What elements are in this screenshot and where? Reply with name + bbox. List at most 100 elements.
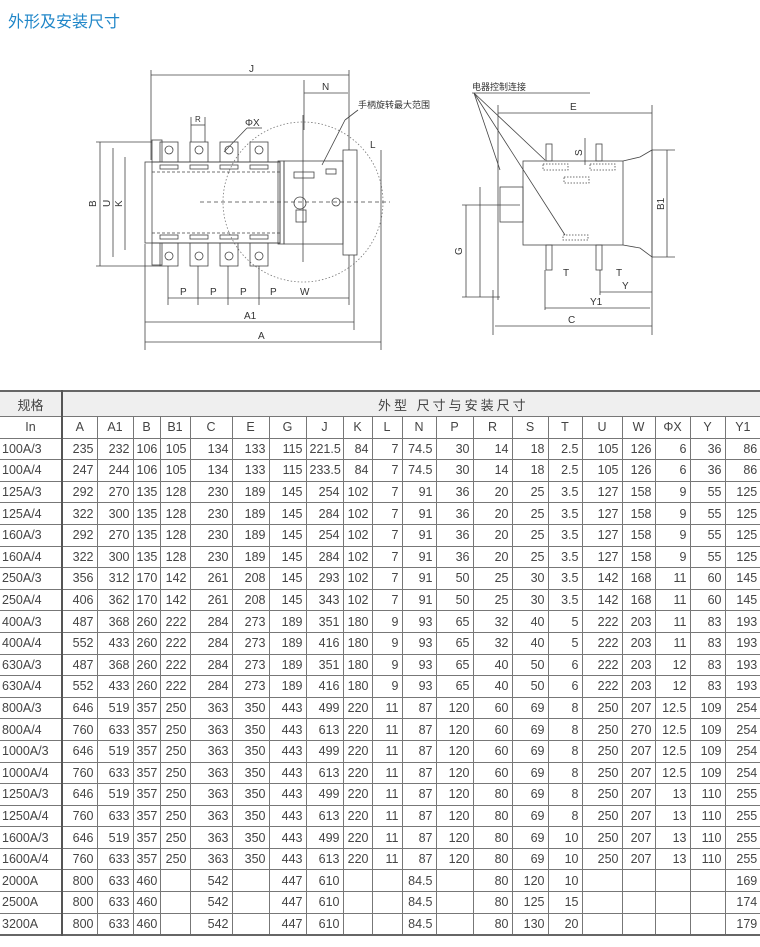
value-cell: 230 <box>189 523 233 547</box>
value-cell: 109 <box>689 761 726 785</box>
value-cell <box>654 869 691 893</box>
value-cell: 9 <box>371 675 403 698</box>
column-header: A <box>61 416 98 439</box>
value-cell: 552 <box>61 675 98 698</box>
column-header: ΦX <box>654 416 691 439</box>
value-cell: 357 <box>132 739 161 763</box>
value-cell: 11 <box>371 847 403 871</box>
value-cell: 80 <box>472 847 513 871</box>
label-Y1: Y1 <box>590 297 603 308</box>
value-cell: 230 <box>189 502 233 525</box>
value-cell: 125 <box>724 523 760 547</box>
value-cell: 363 <box>189 761 233 785</box>
value-cell: 443 <box>268 826 307 849</box>
value-cell: 350 <box>231 847 270 871</box>
value-cell: 127 <box>581 523 623 547</box>
terminals-top <box>159 141 269 163</box>
value-cell: 60 <box>472 761 513 785</box>
value-cell <box>581 869 623 893</box>
value-cell: 11 <box>654 567 691 590</box>
value-cell: 350 <box>231 739 270 763</box>
value-cell: 357 <box>132 804 161 828</box>
label-control-connection: 电器控制连接 <box>472 81 526 92</box>
value-cell: 168 <box>621 567 656 590</box>
label-phi-x: ΦX <box>245 118 260 129</box>
value-cell: 84.5 <box>401 912 437 936</box>
value-cell: 14 <box>472 459 513 482</box>
value-cell: 9 <box>371 610 403 633</box>
value-cell: 460 <box>132 869 161 893</box>
value-cell: 220 <box>342 739 373 763</box>
value-cell: 220 <box>342 718 373 741</box>
value-cell: 87 <box>401 718 437 741</box>
value-cell: 7 <box>371 588 403 612</box>
value-cell: 134 <box>189 437 233 461</box>
value-cell: 102 <box>342 523 373 547</box>
label-T: T <box>616 268 622 279</box>
value-cell: 7 <box>371 523 403 547</box>
spec-cell: 630A/3 <box>0 653 63 677</box>
value-cell: 50 <box>511 653 549 677</box>
value-cell: 80 <box>472 912 513 936</box>
value-cell: 368 <box>96 653 134 677</box>
value-cell: 322 <box>61 545 98 569</box>
value-cell: 261 <box>189 588 233 612</box>
value-cell: 105 <box>581 459 623 482</box>
label-S: S <box>574 149 585 156</box>
value-cell: 135 <box>132 502 161 525</box>
value-cell: 8 <box>547 761 583 785</box>
value-cell: 126 <box>621 437 656 461</box>
value-cell: 222 <box>159 610 191 633</box>
value-cell: 93 <box>401 631 437 655</box>
value-cell: 135 <box>132 523 161 547</box>
value-cell: 221.5 <box>305 437 344 461</box>
value-cell: 207 <box>621 804 656 828</box>
value-cell: 20 <box>547 912 583 936</box>
value-cell: 9 <box>654 480 691 504</box>
value-cell: 3.5 <box>547 480 583 504</box>
value-cell: 433 <box>96 675 134 698</box>
value-cell: 250 <box>159 783 191 806</box>
value-cell: 9 <box>371 653 403 677</box>
value-cell: 343 <box>305 588 344 612</box>
value-cell: 60 <box>689 588 726 612</box>
value-cell: 110 <box>689 826 726 849</box>
value-cell: 87 <box>401 696 437 720</box>
value-cell: 633 <box>96 804 134 828</box>
column-header: P <box>435 416 474 439</box>
label-B: B <box>88 200 99 207</box>
value-cell: 519 <box>96 739 134 763</box>
spec-cell: 125A/3 <box>0 480 63 504</box>
value-cell: 7 <box>371 567 403 590</box>
value-cell: 487 <box>61 653 98 677</box>
spec-cell: 1250A/4 <box>0 804 63 828</box>
value-cell: 128 <box>159 502 191 525</box>
value-cell: 32 <box>472 631 513 655</box>
value-cell: 142 <box>159 567 191 590</box>
value-cell: 126 <box>621 459 656 482</box>
value-cell: 120 <box>435 826 474 849</box>
value-cell: 168 <box>621 588 656 612</box>
value-cell: 193 <box>724 631 760 655</box>
value-cell: 20 <box>472 545 513 569</box>
value-cell: 9 <box>654 502 691 525</box>
value-cell: 110 <box>689 783 726 806</box>
value-cell: 800 <box>61 869 98 893</box>
value-cell: 250 <box>159 804 191 828</box>
value-cell: 180 <box>342 610 373 633</box>
value-cell: 11 <box>371 739 403 763</box>
value-cell: 9 <box>654 523 691 547</box>
value-cell: 170 <box>132 588 161 612</box>
value-cell: 12.5 <box>654 739 691 763</box>
value-cell: 8 <box>547 696 583 720</box>
value-cell: 87 <box>401 783 437 806</box>
value-cell: 115 <box>268 459 307 482</box>
